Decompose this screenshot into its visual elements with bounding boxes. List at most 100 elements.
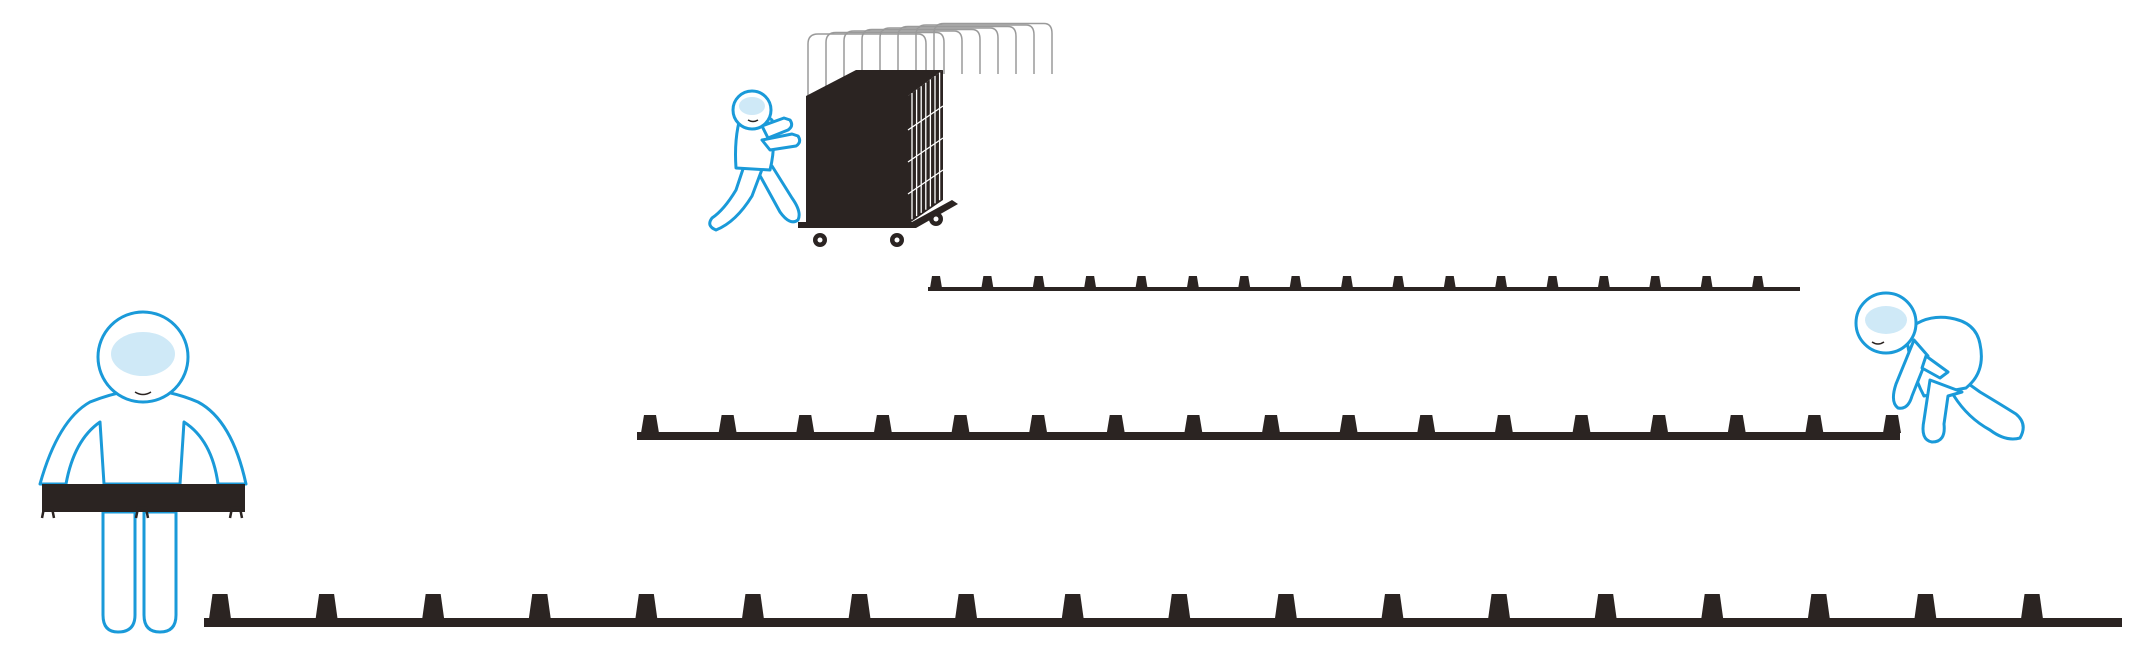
standing-figure-body [38, 388, 248, 486]
standing-figure-leg-right [142, 510, 178, 634]
cart-slat [907, 137, 944, 163]
cart-frame-rod [897, 25, 1017, 96]
pushing-figure-mouth [747, 119, 759, 123]
pushing-figure-arm-upper [760, 116, 794, 140]
panel-foot [528, 594, 551, 619]
pushing-figure-leg-back [740, 164, 801, 224]
panel-foot [209, 594, 231, 619]
panel-foot [1135, 276, 1148, 288]
panel-foot [1594, 594, 1617, 619]
panel-foot [741, 594, 764, 619]
panel-foot [796, 415, 815, 433]
panel-foot [1443, 276, 1456, 288]
panel-foot [1495, 276, 1508, 288]
carried-panel [40, 484, 245, 519]
cart-base [798, 200, 958, 228]
panel-foot [1417, 415, 1436, 433]
panel-foot [1184, 415, 1203, 433]
cart-frame-rod [861, 28, 981, 96]
pushing-figure-leg-front [708, 158, 766, 232]
panel-foot [1238, 276, 1251, 288]
panel-foot [635, 594, 658, 619]
cart-frame-rod [915, 24, 1035, 96]
standing-figure [38, 310, 248, 634]
panel-foot [1488, 594, 1511, 619]
middle-panel-row [637, 415, 1901, 440]
panel-foot [1805, 415, 1824, 433]
panel-foot [951, 415, 970, 433]
panel-foot [1650, 415, 1669, 433]
crouching-figure-face [1865, 306, 1907, 334]
panel-foot [1274, 594, 1297, 619]
wheel [933, 216, 939, 222]
panel-foot [2021, 594, 2043, 619]
panel-foot [315, 594, 338, 619]
panel-foot [1032, 276, 1045, 288]
cart-frame-rod [843, 30, 963, 96]
crouching-figure-arm [1891, 338, 1930, 410]
cart-frame-rod [825, 31, 945, 96]
middle-panel-base [637, 432, 1900, 440]
cart-wheels [813, 212, 943, 247]
panel-foot [1700, 276, 1713, 288]
wheel [817, 237, 823, 243]
panel-foot [955, 594, 978, 619]
panel-foot [1168, 594, 1191, 619]
standing-figure-leg-left [101, 510, 137, 634]
panel-foot [40, 506, 56, 519]
panel-foot [1262, 415, 1280, 433]
cart-side-slats [907, 72, 944, 220]
cart-frame [807, 22, 1053, 96]
panel-foot [641, 415, 659, 433]
crouching-figure-hand [1920, 354, 1950, 380]
cart-frame-rod [807, 33, 927, 96]
panel-foot [1289, 276, 1302, 288]
panel-foot [930, 276, 942, 288]
panel-foot [1084, 276, 1097, 288]
panel-foot [1341, 276, 1353, 288]
cart-frame-rod [933, 22, 1053, 96]
panel-foot [848, 594, 871, 619]
crouching-figure-leg-front [1921, 378, 1964, 444]
panel-foot [1381, 594, 1404, 619]
cart-panel-stack-top [806, 70, 943, 96]
panel-foot [1727, 415, 1746, 433]
panel-foot [228, 506, 244, 519]
cart-panel-stack-front [806, 96, 908, 224]
pushing-figure [708, 89, 802, 232]
crouching-figure-leg-back [1950, 370, 2025, 441]
crouching-figure [1854, 291, 2025, 444]
panel-foot [1701, 594, 1724, 619]
cart-slat [907, 105, 944, 131]
panel-foot [1883, 415, 1901, 433]
panel-foot [134, 506, 150, 519]
panel-foot [1106, 415, 1125, 433]
panel-foot [1807, 594, 1830, 619]
pushing-figure-arm-lower [760, 132, 802, 152]
panel-foot [1597, 276, 1610, 288]
standing-figure-face [111, 332, 175, 376]
wheel [894, 237, 900, 243]
cart-frame-rod [879, 27, 999, 96]
panel-foot [873, 415, 892, 433]
standing-figure-mouth [134, 391, 152, 396]
panel-foot [1649, 276, 1662, 288]
panel-foot [981, 276, 994, 288]
panel-foot [1186, 276, 1199, 288]
panel-foot [1392, 276, 1405, 288]
crouching-figure-mouth [1871, 341, 1885, 345]
panel-foot [422, 594, 445, 619]
panel-cart [798, 22, 1053, 247]
bottom-panel-base [204, 618, 2122, 627]
panel-foot [1494, 415, 1513, 433]
panel-foot [1339, 415, 1358, 433]
panel-foot [718, 415, 737, 433]
panel-foot [1752, 276, 1764, 288]
pushing-figure-face [739, 97, 765, 115]
panel-foot [1572, 415, 1591, 433]
panel-foot [1546, 276, 1559, 288]
bottom-panel-row [204, 594, 2122, 627]
top-panel-row [928, 276, 1800, 291]
cart-slat [907, 169, 944, 195]
